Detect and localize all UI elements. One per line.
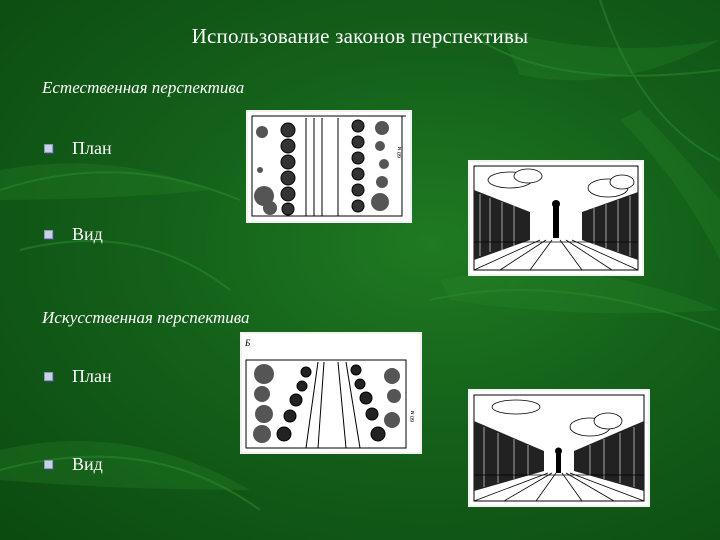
square-bullet-icon [44, 371, 53, 381]
plan-letter-label: Б [244, 338, 251, 348]
plan-image-artificial: Б 60 м [240, 332, 422, 454]
slide-title: Использование законов перспективы [191, 24, 529, 48]
plan-scale-label: 60 м [397, 147, 403, 159]
bullet-item-view: Вид [44, 222, 103, 246]
bullet-label: Вид [72, 453, 103, 474]
section-heading-artificial: Искусственная перспектива [42, 308, 250, 327]
bullet-label: Вид [72, 223, 103, 244]
bullet-label: План [72, 137, 112, 158]
square-bullet-icon [44, 229, 53, 239]
view-image-natural [468, 160, 644, 276]
view-image-artificial [468, 389, 650, 507]
bullet-label: План [72, 365, 112, 386]
bullet-item-plan: План [44, 364, 112, 388]
plan-scale-label: 60 м [410, 411, 416, 423]
bullet-item-view: Вид [44, 452, 103, 476]
bullet-item-plan: План [44, 136, 112, 160]
square-bullet-icon [44, 143, 53, 153]
square-bullet-icon [44, 459, 53, 469]
section-heading-natural: Естественная перспектива [42, 78, 245, 97]
plan-image-natural: 60 м [246, 110, 412, 223]
